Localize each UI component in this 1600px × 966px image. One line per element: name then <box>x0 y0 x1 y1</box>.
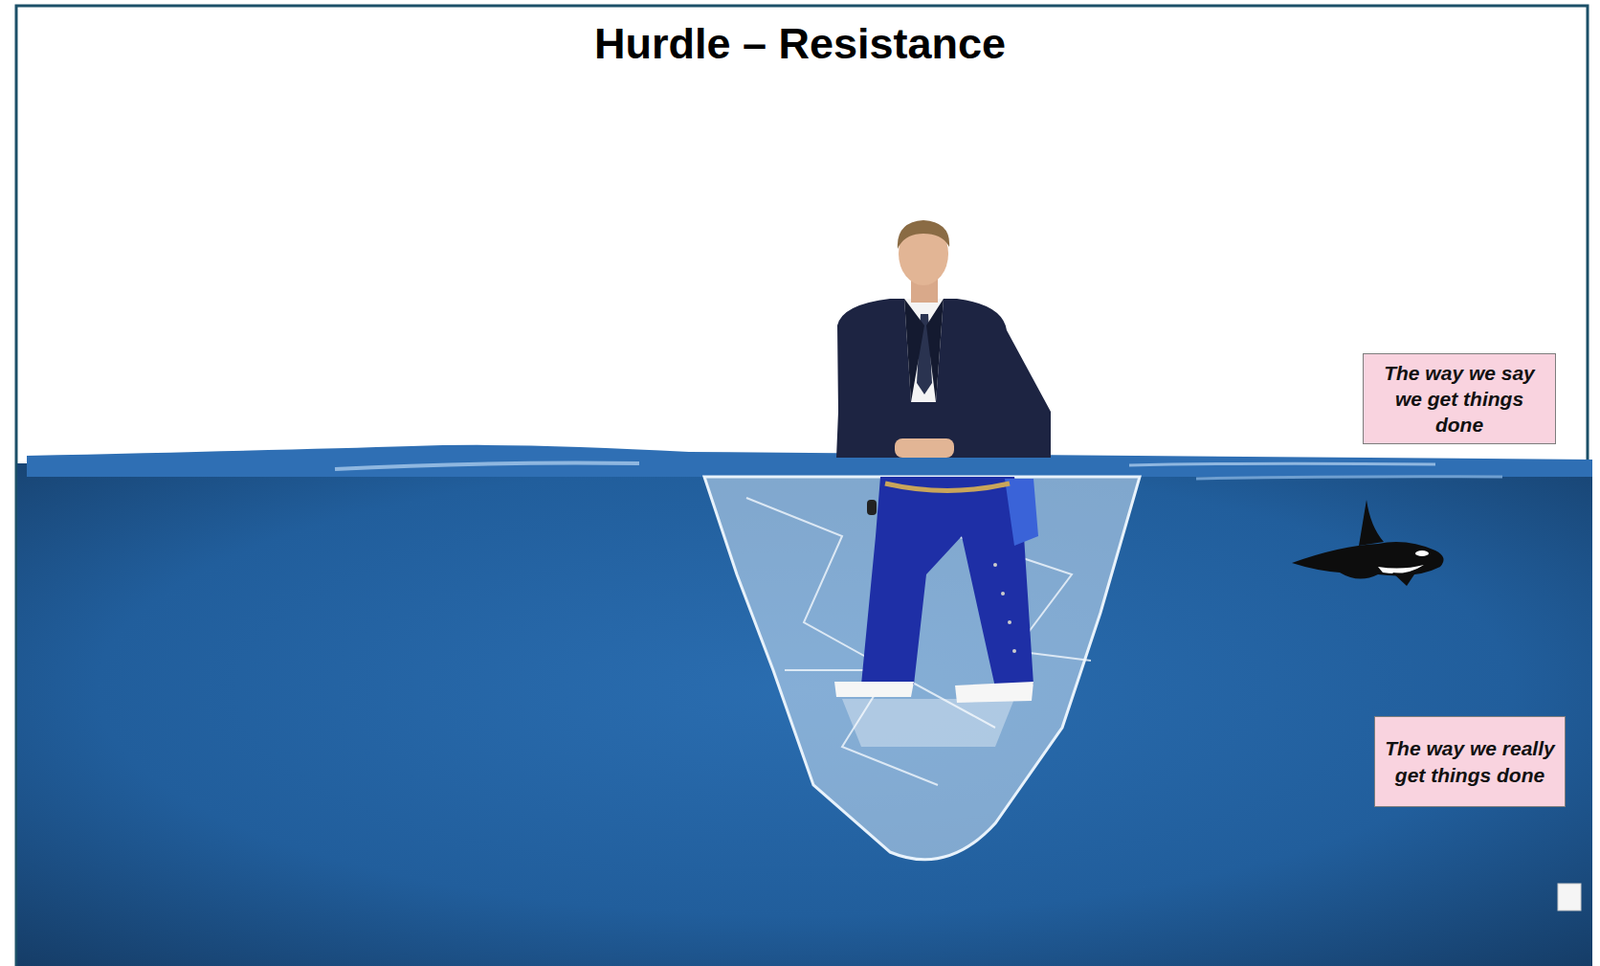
sea-surface <box>26 444 1593 477</box>
diagram-title: Hurdle – Resistance <box>0 19 1600 69</box>
wave <box>334 463 640 469</box>
orca <box>1291 499 1445 586</box>
pink-note-box: The way we really get things done <box>1374 715 1566 807</box>
note-text: The way we say we get things done <box>1369 359 1550 439</box>
iceberg <box>704 476 1140 860</box>
pink-note-box: The way we say we get things done <box>1362 353 1556 445</box>
wave <box>1196 476 1503 479</box>
sea <box>17 463 1593 966</box>
corner-icon <box>1557 883 1581 911</box>
man-figure <box>834 220 1051 703</box>
wave <box>1129 463 1436 466</box>
note-text: The way we really get things done <box>1380 734 1559 788</box>
